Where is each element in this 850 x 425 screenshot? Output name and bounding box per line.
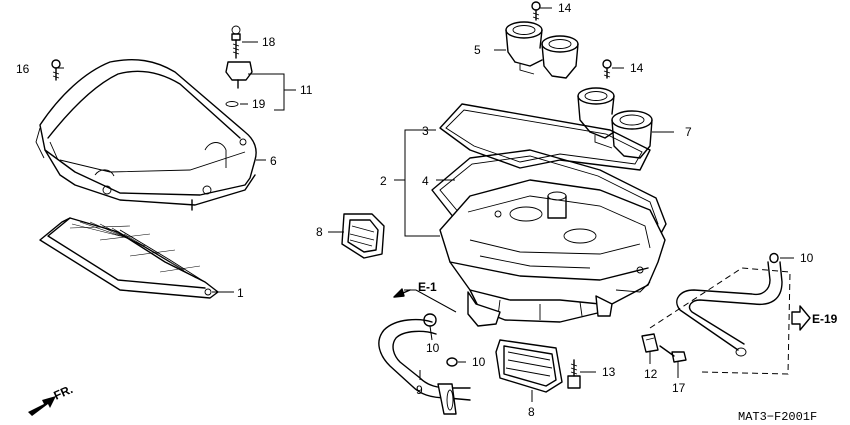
air-cleaner-cover <box>35 59 257 211</box>
callout-1: 1 <box>237 286 244 300</box>
callout-5: 5 <box>474 43 481 57</box>
bolt-14-top <box>531 1 541 21</box>
e1-arrow <box>393 288 411 298</box>
screw-17 <box>659 345 687 363</box>
callout-13: 13 <box>602 365 616 379</box>
callout-10-clamp: 10 <box>472 355 486 369</box>
callout-8-lower: 8 <box>528 405 535 419</box>
bolt-16 <box>51 59 61 81</box>
rubber-12 <box>641 333 659 353</box>
diagram-code: MAT3−F2001F <box>738 410 817 424</box>
callout-18: 18 <box>262 35 276 49</box>
callout-11: 11 <box>300 83 313 97</box>
clamp-10-c <box>769 252 779 264</box>
duct-8-lower <box>495 339 563 393</box>
clamp-10-a <box>423 313 437 327</box>
callout-19: 19 <box>252 97 266 111</box>
front-direction-arrow <box>28 396 56 416</box>
drain-hose <box>676 261 783 357</box>
callout-8-upper: 8 <box>316 225 323 239</box>
front-label: FR. <box>52 382 75 403</box>
callout-16: 16 <box>16 62 30 76</box>
intake-temperature-sensor <box>225 25 253 107</box>
clamp-10-b <box>446 357 458 367</box>
leader-lines <box>56 7 794 402</box>
ref-e1: E-1 <box>418 280 437 294</box>
callout-4: 4 <box>422 174 429 188</box>
duct-8-upper <box>341 213 385 259</box>
air-cleaner-element <box>39 217 219 299</box>
callout-10-hose: 10 <box>426 341 440 355</box>
ref-e19: E-19 <box>812 312 838 326</box>
e19-arrow <box>791 305 811 331</box>
callout-9: 9 <box>416 383 423 397</box>
callout-6: 6 <box>270 154 277 168</box>
e19-boundary <box>649 267 791 375</box>
callout-12: 12 <box>644 367 658 381</box>
callout-14-mid: 14 <box>630 61 644 75</box>
callout-14-top: 14 <box>558 1 572 15</box>
air-cleaner-case <box>439 179 666 327</box>
callout-17: 17 <box>672 381 686 395</box>
callout-3: 3 <box>422 124 429 138</box>
bolt-14-mid <box>602 59 612 79</box>
air-funnel-7 <box>577 87 653 159</box>
callout-10-drain: 10 <box>800 251 814 265</box>
callout-7: 7 <box>685 125 692 139</box>
callout-2: 2 <box>380 174 387 188</box>
breather-hose-9 <box>378 318 471 415</box>
air-funnel-5 <box>505 21 579 79</box>
drain-plug-13 <box>567 359 581 389</box>
